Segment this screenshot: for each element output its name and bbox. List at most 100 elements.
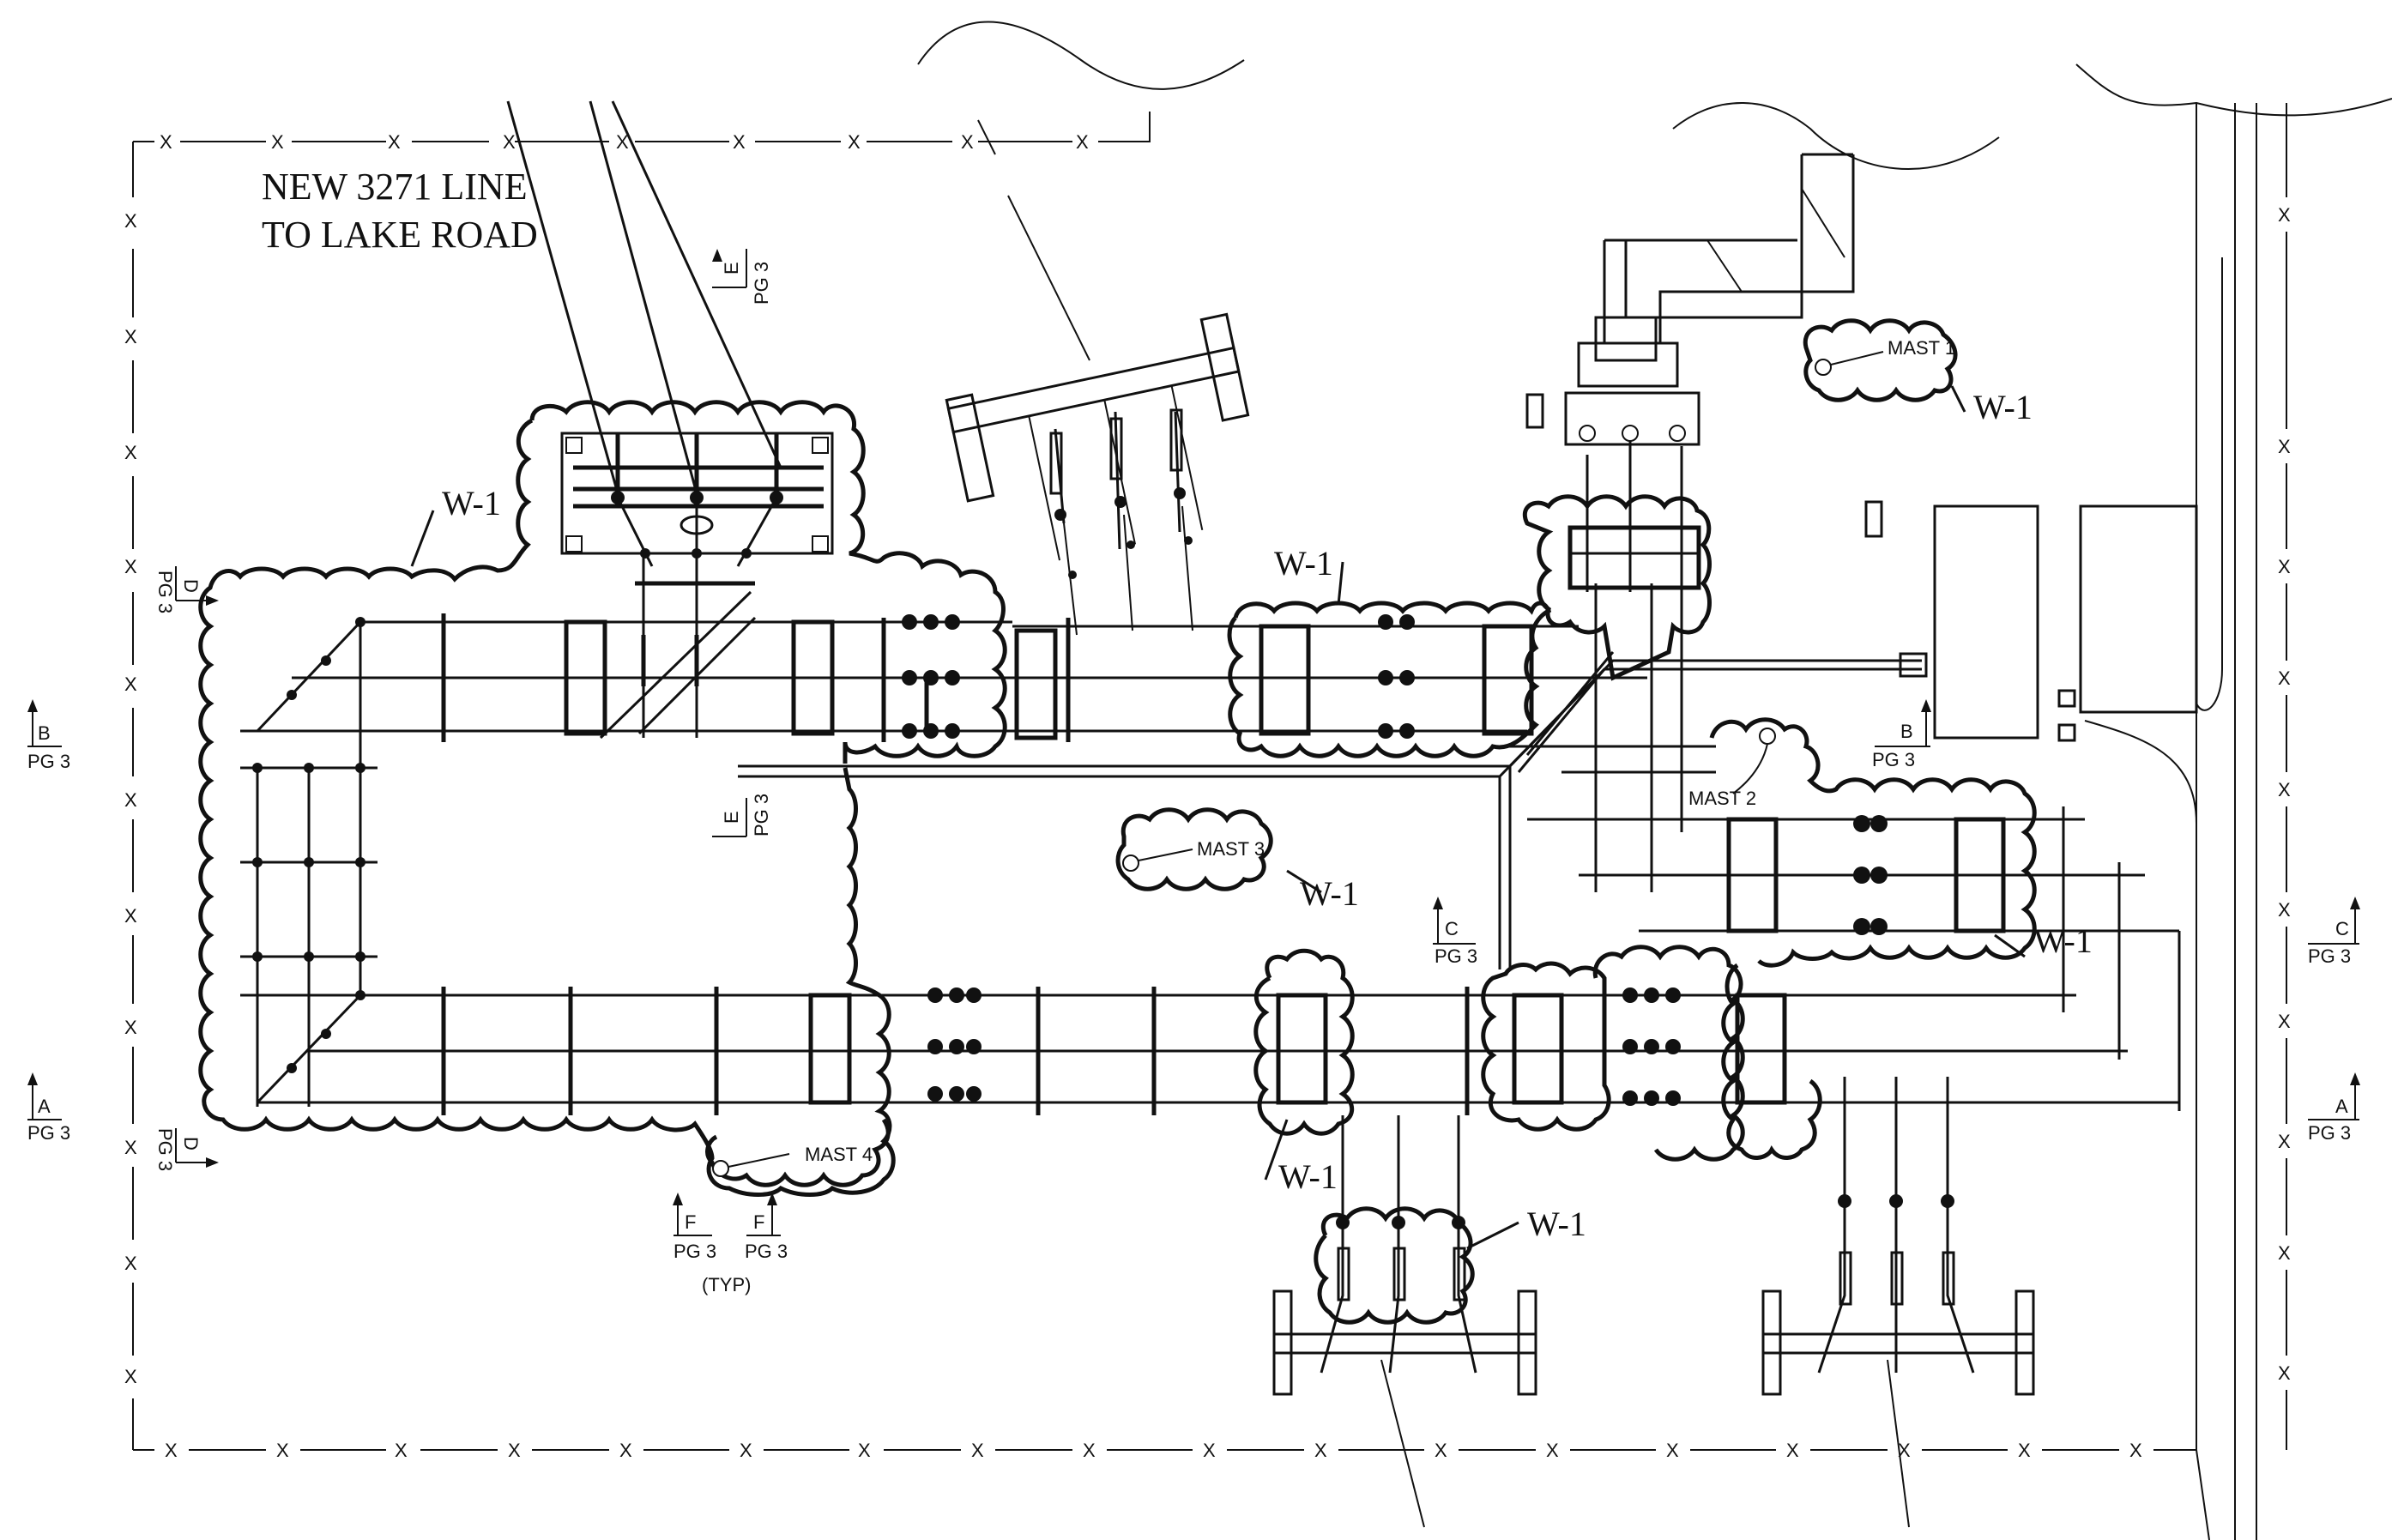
svg-text:X: X (124, 442, 137, 463)
svg-text:B: B (1900, 721, 1913, 742)
section-marker-f-left: F PG 3 (673, 1193, 716, 1262)
nw-line-terminal-structure (560, 432, 834, 586)
svg-text:X: X (1546, 1440, 1559, 1461)
svg-text:X: X (124, 673, 137, 695)
svg-text:A: A (2335, 1096, 2348, 1117)
west-bay-frames (564, 619, 2006, 1105)
svg-text:PG 3: PG 3 (1435, 945, 1477, 967)
mast-4-symbol (712, 1160, 729, 1177)
svg-text:X: X (2278, 1242, 2291, 1264)
mast-labels: MAST 1 MAST 2 MAST 3 MAST 4 (805, 337, 1955, 1165)
svg-text:X: X (1203, 1440, 1216, 1461)
svg-text:X: X (124, 326, 137, 347)
lightning-masts (712, 351, 1884, 1177)
south-dead-end-structures (1272, 1077, 2035, 1528)
section-marker-d-bottom: D PG 3 (154, 1128, 219, 1171)
line-note-line-2: TO LAKE ROAD (262, 214, 538, 256)
svg-text:D: D (180, 1137, 202, 1150)
svg-text:X: X (508, 1440, 521, 1461)
section-marker-d-top: D PG 3 (154, 566, 219, 613)
svg-text:X: X (2278, 556, 2291, 577)
svg-text:PG 3: PG 3 (2308, 1122, 2351, 1144)
west-bus-nodes (252, 617, 365, 1073)
substation-fence: X X X X X X X X X X X X X X X X X X X X … (124, 103, 2291, 1461)
svg-text:E: E (721, 262, 742, 275)
svg-text:X: X (1435, 1440, 1447, 1461)
svg-text:X: X (2278, 436, 2291, 457)
svg-text:X: X (2278, 1131, 2291, 1152)
line-note-line-1: NEW 3271 LINE (262, 166, 528, 208)
svg-text:X: X (2278, 1362, 2291, 1384)
svg-text:X: X (124, 1017, 137, 1038)
svg-text:X: X (271, 131, 284, 153)
svg-text:X: X (619, 1440, 632, 1461)
svg-text:X: X (1314, 1440, 1327, 1461)
svg-text:X: X (1083, 1440, 1096, 1461)
svg-text:X: X (2278, 1011, 2291, 1032)
north-dead-end-structure (945, 312, 1250, 561)
svg-text:X: X (1076, 131, 1089, 153)
svg-text:X: X (388, 131, 401, 153)
w1-tags: W-1 W-1 W-1 W-1 W-1 W-1 W-1 (442, 388, 2093, 1243)
section-cut-markers: B PG 3 A PG 3 D PG 3 D PG 3 (27, 249, 2360, 1295)
svg-text:X: X (740, 1440, 752, 1461)
section-marker-b-right: B PG 3 (1872, 699, 1931, 770)
mast-3-symbol (1122, 855, 1139, 872)
svg-text:X: X (858, 1440, 871, 1461)
w1-tag: W-1 (442, 484, 501, 522)
svg-text:D: D (180, 579, 202, 593)
svg-text:X: X (2129, 1440, 2142, 1461)
svg-text:X: X (1786, 1440, 1799, 1461)
section-marker-b-left: B PG 3 (27, 699, 70, 772)
mast-1-label: MAST 1 (1888, 337, 1955, 359)
w1-tag: W-1 (1973, 388, 2033, 426)
svg-text:X: X (2278, 899, 2291, 921)
incoming-transmission-lines (506, 100, 1090, 494)
svg-text:C: C (1445, 918, 1459, 939)
svg-text:X: X (2278, 779, 2291, 800)
svg-text:PG 3: PG 3 (745, 1241, 788, 1262)
svg-text:PG 3: PG 3 (27, 751, 70, 772)
svg-text:PG 3: PG 3 (154, 571, 176, 613)
svg-text:B: B (38, 722, 51, 744)
mast-4-label: MAST 4 (805, 1144, 873, 1165)
svg-text:X: X (124, 905, 137, 927)
svg-text:X: X (503, 131, 516, 153)
svg-text:X: X (616, 131, 629, 153)
w1-tag: W-1 (1274, 544, 1333, 583)
svg-text:F: F (753, 1211, 764, 1233)
svg-text:X: X (2018, 1440, 2031, 1461)
svg-text:F: F (685, 1211, 696, 1233)
svg-text:PG 3: PG 3 (154, 1128, 176, 1171)
svg-text:X: X (160, 131, 172, 153)
svg-text:X: X (124, 1253, 137, 1274)
svg-text:PG 3: PG 3 (2308, 945, 2351, 967)
svg-text:X: X (124, 1366, 137, 1387)
svg-text:X: X (124, 556, 137, 577)
svg-text:PG 3: PG 3 (674, 1241, 716, 1262)
control-building (1864, 500, 2198, 742)
svg-text:X: X (395, 1440, 408, 1461)
mast-2-label: MAST 2 (1688, 788, 1756, 809)
w1-tag: W-1 (2033, 921, 2093, 960)
mast-2-symbol (1759, 728, 1776, 745)
svg-text:X: X (124, 789, 137, 811)
svg-text:X: X (124, 210, 137, 232)
road-edges (2084, 103, 2257, 1540)
west-bus-area (240, 549, 1047, 1115)
svg-text:X: X (1666, 1440, 1679, 1461)
svg-text:PG 3: PG 3 (751, 262, 772, 305)
svg-text:X: X (848, 131, 861, 153)
mast-1-symbol (1815, 359, 1832, 376)
svg-text:X: X (2278, 667, 2291, 689)
w1-tag: W-1 (1300, 874, 1359, 913)
svg-text:X: X (1898, 1440, 1911, 1461)
ne-transformer-structure (1525, 153, 1855, 592)
w1-tag: W-1 (1527, 1205, 1586, 1243)
typical-note: (TYP) (702, 1274, 751, 1295)
w1-tag: W-1 (1278, 1157, 1338, 1196)
terrain-contours (917, 21, 2392, 170)
w1-leaders (410, 385, 2026, 1250)
section-marker-e-top: E PG 3 (712, 249, 772, 305)
